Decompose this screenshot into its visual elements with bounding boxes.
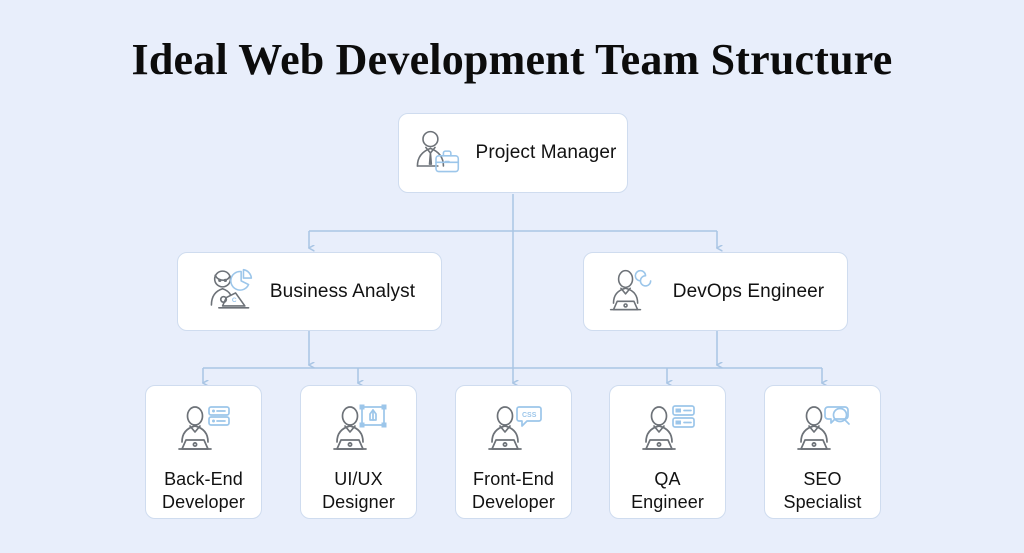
person-with-vector-pen-icon — [332, 404, 386, 450]
person-with-pie-chart-icon: C — [210, 268, 253, 309]
node-label-qa-engineer: QA Engineer — [631, 469, 704, 513]
node-ui-ux-designer[interactable]: UI/UX Designer — [300, 385, 417, 519]
node-seo-specialist[interactable]: SEO Specialist — [764, 385, 881, 519]
person-with-css-tag-icon: CSS — [487, 406, 542, 450]
node-label-front-end-developer: Front-End Developer — [472, 469, 555, 513]
person-with-magnifier-icon — [796, 406, 850, 450]
node-label-back-end-developer: Back-End Developer — [162, 469, 245, 513]
node-label-project-manager: Project Manager — [475, 142, 617, 163]
node-label-seo-specialist: SEO Specialist — [783, 469, 862, 513]
person-with-briefcase-icon — [416, 130, 459, 173]
node-project-manager[interactable]: Project Manager — [398, 113, 628, 193]
node-label-business-analyst: Business Analyst — [269, 280, 416, 302]
node-label-ui-ux-designer: UI/UX Designer — [322, 469, 395, 513]
node-devops-engineer[interactable]: DevOps Engineer — [583, 252, 848, 331]
node-label-devops-engineer: DevOps Engineer — [672, 280, 825, 302]
person-with-database-icon — [177, 406, 230, 450]
person-with-checklist-icon — [641, 405, 695, 450]
node-business-analyst[interactable]: C Business Analyst — [177, 252, 442, 331]
node-front-end-developer[interactable]: CSS Front-End Developer — [455, 385, 572, 519]
node-back-end-developer[interactable]: Back-End Developer — [145, 385, 262, 519]
css-tag-text: CSS — [522, 412, 537, 419]
node-qa-engineer[interactable]: QA Engineer — [609, 385, 726, 519]
person-with-infinity-icon — [609, 269, 652, 310]
svg-text:C: C — [232, 297, 237, 304]
page-title: Ideal Web Development Team Structure — [131, 35, 893, 84]
